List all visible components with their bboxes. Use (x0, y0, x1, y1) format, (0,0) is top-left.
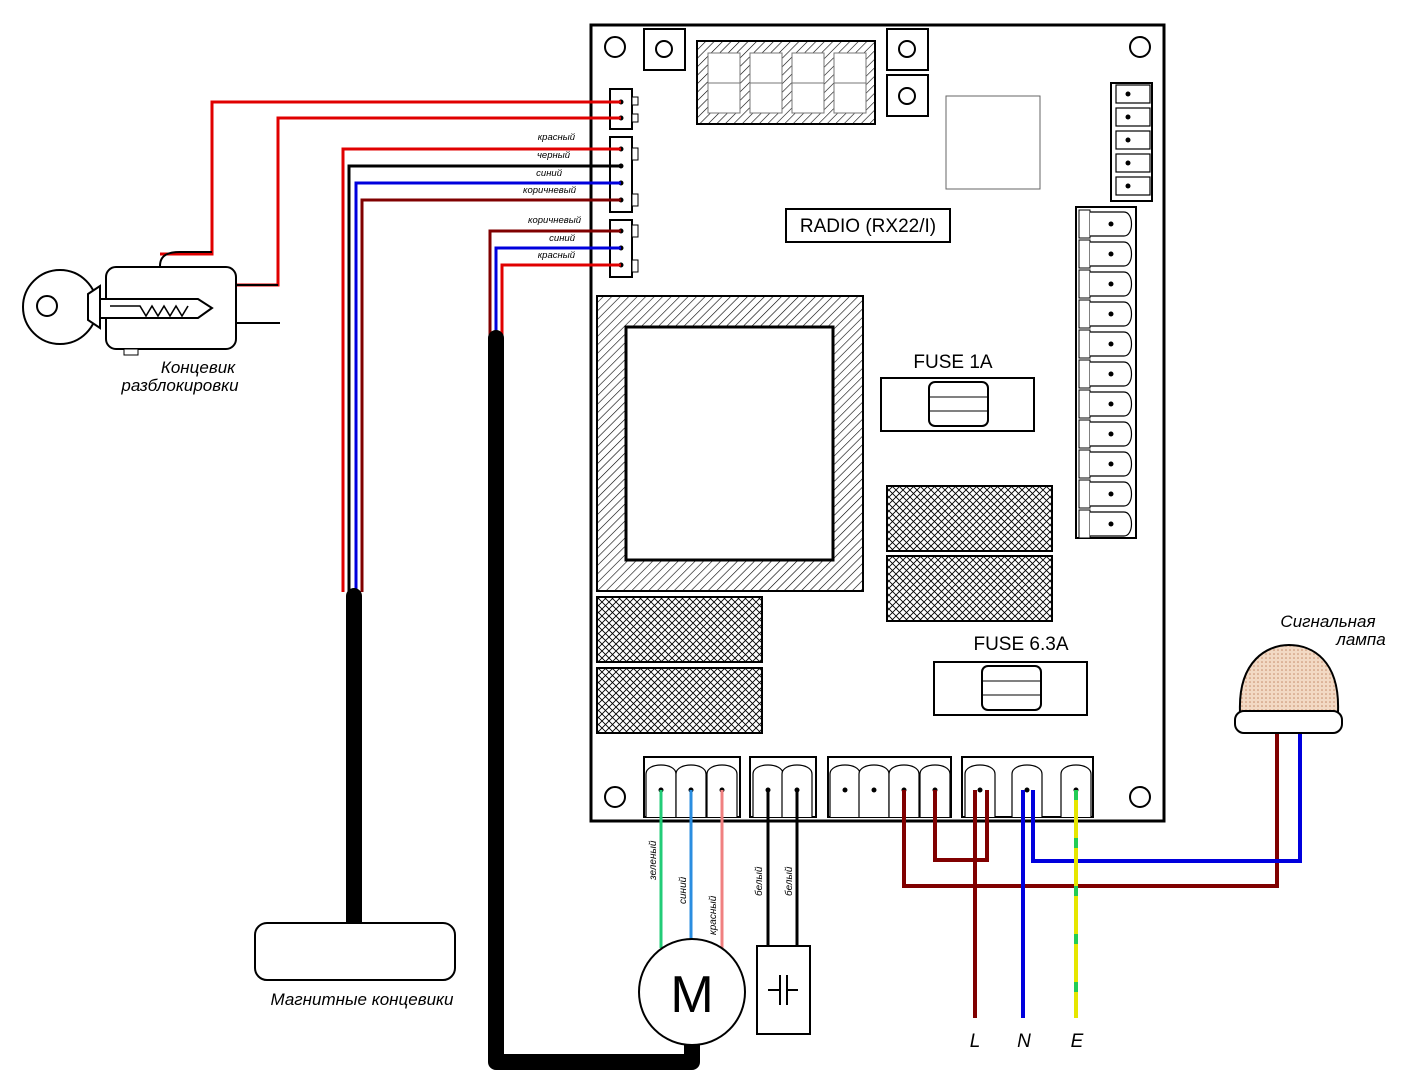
wire-label: коричневый (528, 215, 582, 226)
wire-label: синий (678, 876, 689, 904)
wire-label: белый (783, 866, 795, 896)
mains-l-label: L (970, 1031, 981, 1052)
cable-encoder-motor (488, 330, 700, 1070)
signal-lamp: Сигнальная лампа (1234, 612, 1386, 734)
terminal-pin (1078, 389, 1133, 419)
control-board: RADIO (RX22/I) FUSE 1A FUSE 6.3A (589, 23, 1166, 823)
terminal-pin (1078, 509, 1133, 539)
fuse-6-3a-label: FUSE 6.3A (973, 634, 1068, 655)
wire-label: синий (536, 168, 563, 179)
relay (596, 596, 763, 663)
magnetic-limit-label: Магнитные концевики (270, 990, 454, 1009)
board-button-1 (643, 28, 686, 71)
unlock-switch: Концевик разблокировки (22, 251, 280, 395)
wire-label: красный (538, 250, 576, 261)
unlock-switch-label-1: Концевик (161, 358, 236, 377)
fuse-6-3a: FUSE 6.3A (933, 634, 1088, 716)
terminal-pin (1078, 269, 1133, 299)
chip-outline (945, 95, 1041, 190)
magnetic-limit-sensor: Магнитные концевики (254, 922, 456, 1009)
terminal-pin (829, 764, 861, 817)
wires-limit (341, 147, 621, 592)
transformer (596, 295, 864, 592)
terminal-pin (1011, 764, 1043, 817)
lamp-label-2: лампа (1335, 630, 1386, 649)
wires-encoder (488, 229, 621, 335)
terminal-pin (1078, 449, 1133, 479)
motor-symbol: M (670, 966, 713, 1024)
wire-label: красный (538, 132, 576, 143)
board-button-3 (886, 74, 929, 117)
relay (886, 485, 1053, 552)
connector-limit (609, 136, 639, 213)
mount-hole-icon (604, 36, 626, 58)
terminal-pin (1078, 479, 1133, 509)
wires-motor (659, 790, 724, 948)
terminal-pin (1078, 239, 1133, 269)
mount-hole-icon (1129, 786, 1151, 808)
connector-right-top (1110, 82, 1153, 202)
terminal-pin (964, 764, 996, 817)
board-button-2 (886, 28, 929, 71)
terminal-pin (1078, 209, 1133, 239)
unlock-switch-label-2: разблокировки (120, 376, 239, 395)
radio-label: RADIO (RX22/I) (800, 216, 936, 237)
wires-power (902, 733, 1302, 1018)
capacitor (756, 790, 811, 1035)
wire-label: белый (753, 866, 765, 896)
lamp-icon (1238, 643, 1340, 713)
key-icon (22, 269, 214, 345)
terminal-pin (1078, 329, 1133, 359)
relay (596, 667, 763, 734)
mount-hole-icon (1129, 36, 1151, 58)
terminal-pin (858, 764, 890, 817)
mount-hole-icon (604, 786, 626, 808)
terminal-block-right (1075, 206, 1137, 539)
lamp-label-1: Сигнальная (1280, 612, 1375, 631)
wire-label: синий (549, 233, 576, 244)
terminal-pin (1078, 419, 1133, 449)
wire-label: черный (537, 150, 571, 161)
seven-segment-display (696, 40, 876, 125)
fuse-1a-label: FUSE 1A (913, 352, 993, 373)
wire-label: красный (708, 895, 719, 935)
wire-label: зеленый (648, 840, 659, 881)
capacitor-icon (768, 975, 798, 1005)
motor: M (638, 938, 746, 1046)
radio-module: RADIO (RX22/I) (785, 208, 951, 243)
terminal-pin (1078, 359, 1133, 389)
fuse-1a: FUSE 1A (880, 352, 1035, 432)
wire-label: коричневый (523, 185, 577, 196)
relay (886, 555, 1053, 622)
terminal-pin (1078, 299, 1133, 329)
mains-n-label: N (1017, 1031, 1031, 1052)
mains-e-label: E (1071, 1031, 1084, 1052)
